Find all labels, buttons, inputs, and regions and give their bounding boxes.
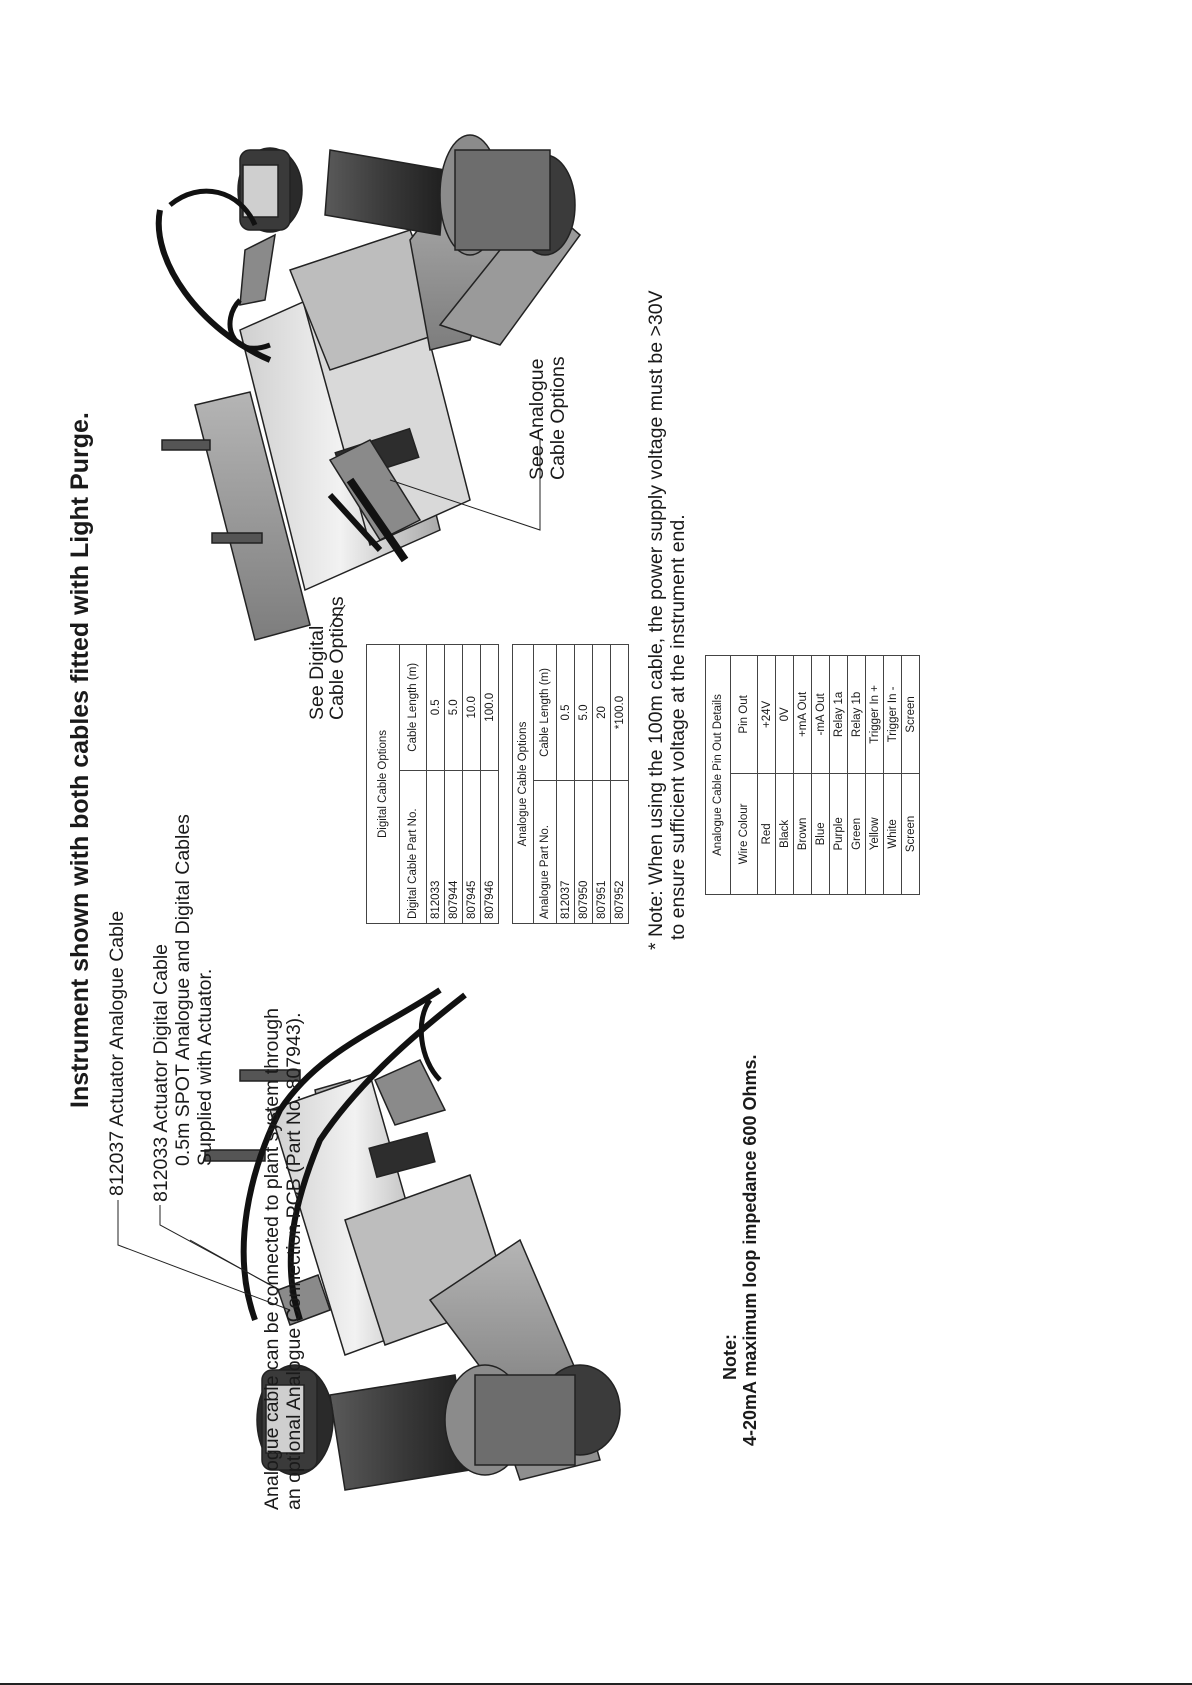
pin-out-cell: 0V <box>775 655 794 774</box>
length-cell: 5.0 <box>574 644 593 781</box>
wire-colour-cell: Red <box>757 773 776 895</box>
table-caption: Analogue Cable Pin Out Details <box>705 655 731 895</box>
pinout-table: Analogue Cable Pin Out Details Wire Colo… <box>705 655 920 895</box>
see-digital-label: See Digital <box>306 625 328 720</box>
part-number-cell: 807945 <box>462 770 481 924</box>
pcb-note-line2: an optional Analogue Connection PCB (Par… <box>283 1012 305 1510</box>
digital-cable-table: Digital Cable Options Digital Cable Part… <box>366 644 499 924</box>
column-header: Pin Out <box>730 655 758 774</box>
see-analogue-label: See Analogue <box>526 358 548 480</box>
pcb-note-line1: Analogue cable can be connected to plant… <box>261 1008 283 1510</box>
spot-cables-label: 0.5m SPOT Analogue and Digital Cables <box>172 814 194 1166</box>
wire-colour-cell: Yellow <box>865 773 884 895</box>
column-header: Wire Colour <box>730 773 758 895</box>
part-number-cell: 812033 <box>426 770 445 924</box>
part-number-cell: 807946 <box>480 770 499 924</box>
page-bottom-rule <box>0 1683 1192 1685</box>
part-number-cell: 807952 <box>610 780 629 924</box>
wire-colour-cell: Green <box>847 773 866 895</box>
pin-out-cell: +24V <box>757 655 776 774</box>
supply-note-line2: to ensure sufficient voltage at the inst… <box>667 514 689 940</box>
length-cell: 10.0 <box>462 644 481 771</box>
pin-out-cell: Relay 1b <box>847 655 866 774</box>
see-analogue-cable-options-label: Cable Options <box>547 356 569 480</box>
column-header: Analogue Part No. <box>533 780 557 924</box>
analogue-cable-label: 812037 Actuator Analogue Cable <box>106 910 128 1196</box>
pin-out-cell: -mA Out <box>811 655 830 774</box>
supplied-with-actuator-label: Supplied with Actuator. <box>194 968 216 1166</box>
length-cell: 100.0 <box>480 644 499 771</box>
wire-colour-cell: Black <box>775 773 794 895</box>
length-cell: 0.5 <box>556 644 575 781</box>
loop-note-heading: Note: <box>720 1334 740 1380</box>
table-row: Blue-mA Out <box>811 655 830 895</box>
wire-colour-cell: Screen <box>901 773 920 895</box>
wire-colour-cell: Brown <box>793 773 812 895</box>
pin-out-cell: Relay 1a <box>829 655 848 774</box>
length-cell: *100.0 <box>610 644 629 781</box>
pin-out-cell: Trigger In + <box>865 655 884 774</box>
page-title: Instrument shown with both cables fitted… <box>66 412 94 1108</box>
wire-colour-cell: White <box>883 773 902 895</box>
pinout-table-wrap: Analogue Cable Pin Out Details Wire Colo… <box>705 655 920 895</box>
table-caption: Analogue Cable Options <box>512 644 534 924</box>
loop-note-text: 4-20mA maximum loop impedance 600 Ohms. <box>740 1054 760 1446</box>
part-number-cell: 807950 <box>574 780 593 924</box>
pin-out-cell: Trigger In - <box>883 655 902 774</box>
length-cell: 20 <box>592 644 611 781</box>
see-digital-cable-options-label: Cable Options <box>326 596 348 720</box>
leader-lines <box>117 440 541 1311</box>
instrument-drawing-right <box>155 134 582 641</box>
analogue-cable-table-wrap: Analogue Cable Options Analogue Part No.… <box>512 644 629 924</box>
table-row: Red+24V <box>757 655 776 895</box>
table-row: Brown+mA Out <box>793 655 812 895</box>
digital-cable-table-wrap: Digital Cable Options Digital Cable Part… <box>366 644 499 924</box>
pin-out-cell: Screen <box>901 655 920 774</box>
analogue-cable-table: Analogue Cable Options Analogue Part No.… <box>512 644 629 924</box>
table-caption: Digital Cable Options <box>366 644 400 924</box>
part-number-cell: 812037 <box>556 780 575 924</box>
part-number-cell: 807944 <box>444 770 463 924</box>
table-row: 807952*100.0 <box>610 644 629 924</box>
column-header: Digital Cable Part No. <box>399 770 427 924</box>
column-header: Cable Length (m) <box>533 644 557 781</box>
wire-colour-cell: Blue <box>811 773 830 895</box>
digital-cable-label: 812033 Actuator Digital Cable <box>150 943 172 1202</box>
supply-note-line1: * Note: When using the 100m cable, the p… <box>645 290 667 950</box>
column-header: Cable Length (m) <box>399 644 427 771</box>
wire-colour-cell: Purple <box>829 773 848 895</box>
length-cell: 5.0 <box>444 644 463 771</box>
pin-out-cell: +mA Out <box>793 655 812 774</box>
length-cell: 0.5 <box>426 644 445 771</box>
instrument-drawing-left <box>204 987 621 1491</box>
part-number-cell: 807951 <box>592 780 611 924</box>
